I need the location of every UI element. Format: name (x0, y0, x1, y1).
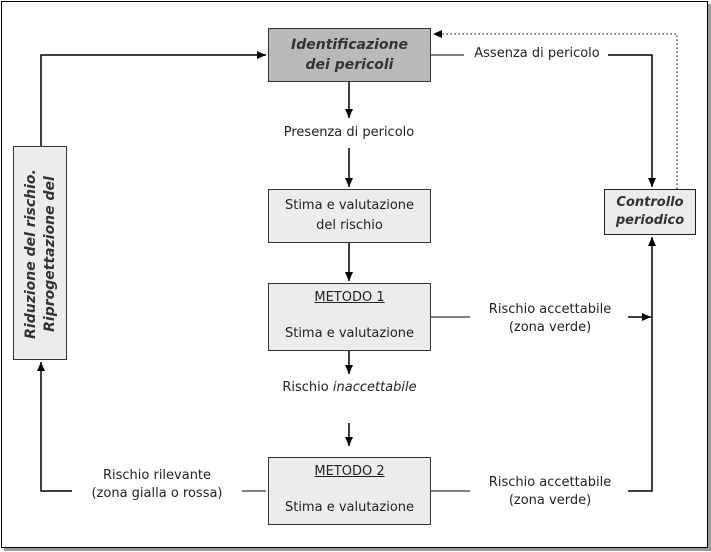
edge-rilevante-to-riduzione (37, 362, 80, 492)
identificazione-line1: Identificazione (291, 37, 408, 53)
inaccettabile-emphasis: inaccettabile (332, 380, 417, 395)
edge-accettabile2-to-controllo (620, 237, 656, 492)
accettabile2-line1: Rischio accettabile (488, 475, 612, 490)
metodo1-title: METODO 1 (314, 290, 385, 305)
riduzione-line2: Riprogettazione del (42, 176, 58, 332)
label-assenza-pericolo: Assenza di pericolo (468, 45, 606, 63)
identificazione-line2: dei pericoli (305, 57, 394, 73)
metodo2-title: METODO 2 (314, 464, 385, 479)
label-rischio-rilevante: Rischio rilevante (zona gialla o rossa) (72, 467, 242, 503)
metodo2-text: Stima e valutazione (284, 500, 415, 515)
accettabile1-line1: Rischio accettabile (488, 302, 612, 317)
label-presenza-pericolo: Presenza di pericolo (274, 124, 424, 142)
stima-line1: Stima e valutazione (284, 198, 415, 213)
label-rischio-accettabile-1: Rischio accettabile (zona verde) (472, 301, 628, 337)
stima-line2: del rischio (316, 218, 383, 233)
node-metodo-1: METODO 1 Stima e valutazione (268, 283, 431, 351)
controllo-line2: periodico (615, 213, 685, 228)
inaccettabile-prefix: Rischio (282, 380, 333, 395)
label-rischio-accettabile-2: Rischio accettabile (zona verde) (472, 474, 628, 510)
edge-assenza-to-controllo (608, 54, 656, 187)
node-riduzione-rischio: Riduzione del rischio. Riprogettazione d… (13, 146, 67, 360)
node-stima-valutazione-rischio: Stima e valutazione del rischio (268, 189, 431, 243)
riduzione-line1: Riduzione del rischio. (23, 169, 39, 339)
controllo-line1: Controllo (616, 195, 684, 210)
node-controllo-periodico: Controllo periodico (604, 189, 696, 235)
rilevante-line2: (zona gialla o rossa) (91, 486, 223, 501)
metodo1-text: Stima e valutazione (284, 326, 415, 341)
node-metodo-2: METODO 2 Stima e valutazione (268, 457, 431, 525)
riduzione-text: Riduzione del rischio. Riprogettazione d… (22, 169, 60, 339)
rilevante-line1: Rischio rilevante (102, 468, 212, 483)
node-identificazione-pericoli: Identificazione dei pericoli (268, 28, 431, 82)
label-rischio-inaccettabile: Rischio inaccettabile (262, 379, 437, 397)
edge-riduzione-to-identificazione (40, 51, 266, 146)
accettabile1-line2: (zona verde) (508, 320, 592, 335)
accettabile2-line2: (zona verde) (508, 493, 592, 508)
